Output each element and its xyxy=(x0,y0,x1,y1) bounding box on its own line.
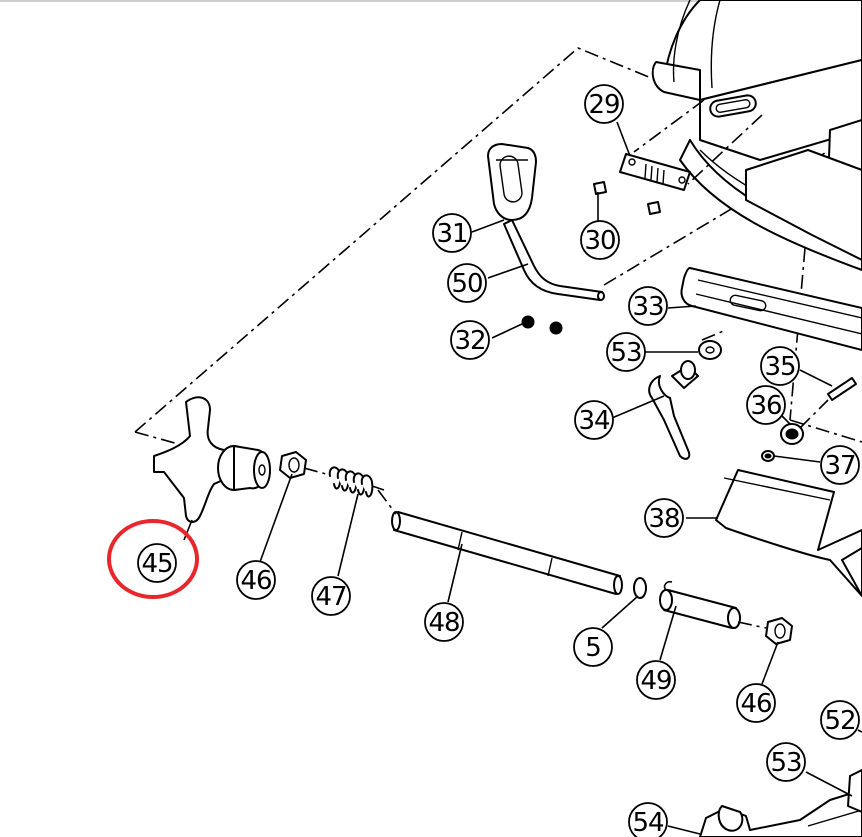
callout-c38: 38 xyxy=(644,498,684,538)
callout-circle xyxy=(311,576,351,616)
callout-number: 50 xyxy=(451,269,482,299)
callout-circle xyxy=(628,802,668,837)
machine-housing xyxy=(651,0,862,271)
callout-circle xyxy=(628,286,668,326)
callout-c33: 33 xyxy=(628,286,668,326)
callout-circle xyxy=(746,385,786,425)
part-36-bearing xyxy=(780,423,804,445)
part-48-shaft xyxy=(391,511,623,595)
callout-number: 52 xyxy=(824,706,855,736)
leader-lines xyxy=(183,121,862,835)
motor-housing xyxy=(699,769,862,837)
part-31-handle xyxy=(487,143,537,221)
highlight-circle xyxy=(107,519,199,599)
callout-circle xyxy=(432,213,472,253)
callout-c52: 52 xyxy=(820,700,860,740)
callout-circle xyxy=(580,220,620,260)
callout-circle xyxy=(450,320,490,360)
callout-number: 46 xyxy=(740,689,771,719)
callout-c32: 32 xyxy=(450,320,490,360)
callout-number: 31 xyxy=(436,219,467,249)
callout-circle xyxy=(574,400,614,440)
callout-number: 32 xyxy=(454,326,485,356)
part-32-balls xyxy=(521,315,563,335)
callout-c34: 34 xyxy=(574,400,614,440)
part-29-plate xyxy=(619,153,691,191)
callout-c47: 47 xyxy=(311,576,351,616)
part-37-ring xyxy=(761,450,775,462)
callout-circle xyxy=(236,560,276,600)
callout-c29: 29 xyxy=(584,84,624,124)
callout-circle xyxy=(736,683,776,723)
callout-circle xyxy=(636,660,676,700)
callout-c5: 5 xyxy=(573,627,613,667)
callout-number: 37 xyxy=(824,451,855,481)
callout-circle xyxy=(447,263,487,303)
part-35-pin xyxy=(827,377,857,401)
callout-number: 36 xyxy=(750,391,781,421)
callout-c36: 36 xyxy=(746,385,786,425)
callout-number: 33 xyxy=(632,292,663,322)
callout-number: 49 xyxy=(640,666,671,696)
callout-number: 30 xyxy=(584,226,615,256)
callout-number: 35 xyxy=(764,352,795,382)
callout-number: 5 xyxy=(585,633,601,663)
part-50-rod xyxy=(503,219,605,301)
part-38-bracket xyxy=(715,469,862,597)
callout-c53a: 53 xyxy=(606,332,646,372)
callout-number: 38 xyxy=(648,504,679,534)
callout-number: 53 xyxy=(770,748,801,778)
part-30-screws xyxy=(593,181,661,215)
part-5-washer xyxy=(633,577,647,599)
callout-circle xyxy=(584,84,624,124)
callout-number: 46 xyxy=(240,566,271,596)
callout-c31: 31 xyxy=(432,213,472,253)
part-46-nut-left xyxy=(279,451,307,479)
callout-c37: 37 xyxy=(820,445,860,485)
callout-circle xyxy=(137,543,177,583)
callout-circle xyxy=(766,742,806,782)
callout-number: 29 xyxy=(588,90,619,120)
center-lines xyxy=(303,99,829,629)
callout-number: 34 xyxy=(578,406,610,436)
callout-number: 48 xyxy=(428,608,459,638)
part-45-star-knob xyxy=(153,396,271,523)
callout-c30: 30 xyxy=(580,220,620,260)
part-34-lever xyxy=(648,360,699,460)
callout-balloons: 29 30 31 50 32 33 53 35 34 36 37 38 45 46 47 48 5 49 46 52 5… xyxy=(137,84,860,837)
callout-circle xyxy=(820,700,860,740)
callout-c46a: 46 xyxy=(236,560,276,600)
callout-circle xyxy=(606,332,646,372)
callout-number: 53 xyxy=(610,338,641,368)
callout-c53b: 53 xyxy=(766,742,806,782)
callout-c48: 48 xyxy=(424,602,464,642)
part-53-washer xyxy=(698,340,722,360)
callout-c35: 35 xyxy=(760,346,800,386)
callout-circle xyxy=(760,346,800,386)
callout-number: 47 xyxy=(315,582,346,612)
callout-circle xyxy=(644,498,684,538)
part-46-nut-right xyxy=(765,617,793,645)
callout-c54: 54 xyxy=(628,802,668,837)
callout-number: 45 xyxy=(141,549,172,579)
callout-c50: 50 xyxy=(447,263,487,303)
callout-circle xyxy=(573,627,613,667)
callout-c46b: 46 xyxy=(736,683,776,723)
callout-number: 54 xyxy=(632,808,664,837)
callout-circle xyxy=(820,445,860,485)
callout-c49: 49 xyxy=(636,660,676,700)
callout-circle xyxy=(424,602,464,642)
part-47-spring xyxy=(328,466,385,498)
part-49-sleeve xyxy=(659,580,741,629)
callout-c45: 45 xyxy=(137,543,177,583)
